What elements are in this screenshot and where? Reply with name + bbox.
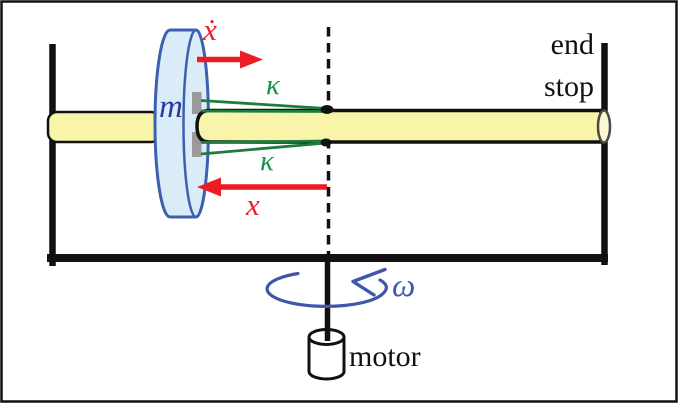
displacement-arrowhead <box>197 177 221 197</box>
spring-top-lower-line <box>200 109 327 113</box>
motor-cylinder <box>307 328 346 381</box>
spring-plate-top <box>192 92 202 114</box>
velocity-arrowhead <box>240 50 263 69</box>
velocity-label: ẋ <box>203 12 217 47</box>
spring-top-upper-line <box>200 99 327 110</box>
spring-constant-label-bottom: κ <box>260 145 274 177</box>
mass-label: m <box>159 89 183 125</box>
rotation-arrow-arc <box>265 271 388 308</box>
rod-right-segment <box>195 108 603 144</box>
motor-label: motor <box>349 340 421 373</box>
spring-bottom-lower-line <box>200 141 327 156</box>
disk-face-edge <box>182 28 197 219</box>
spring-anchor-bottom <box>320 138 332 147</box>
rotation-arrowhead <box>351 267 387 297</box>
displacement-label: x <box>246 187 260 222</box>
angular-velocity-label: ω <box>392 268 416 304</box>
motor-body <box>307 337 346 381</box>
end-stop-label: end stop <box>508 24 594 108</box>
spring-bottom-upper-line <box>200 139 327 144</box>
spring-anchor-top <box>320 105 334 114</box>
end-stop-label-line2: stop <box>543 70 594 103</box>
spring-constant-label-top: κ <box>266 69 280 101</box>
spring-plate-bottom <box>192 132 202 157</box>
rod-end-cap <box>596 109 612 144</box>
velocity-arrow <box>197 50 263 69</box>
end-stop-label-line1: end <box>550 28 594 61</box>
displacement-arrow <box>197 177 327 197</box>
rod-left-segment <box>46 110 162 144</box>
